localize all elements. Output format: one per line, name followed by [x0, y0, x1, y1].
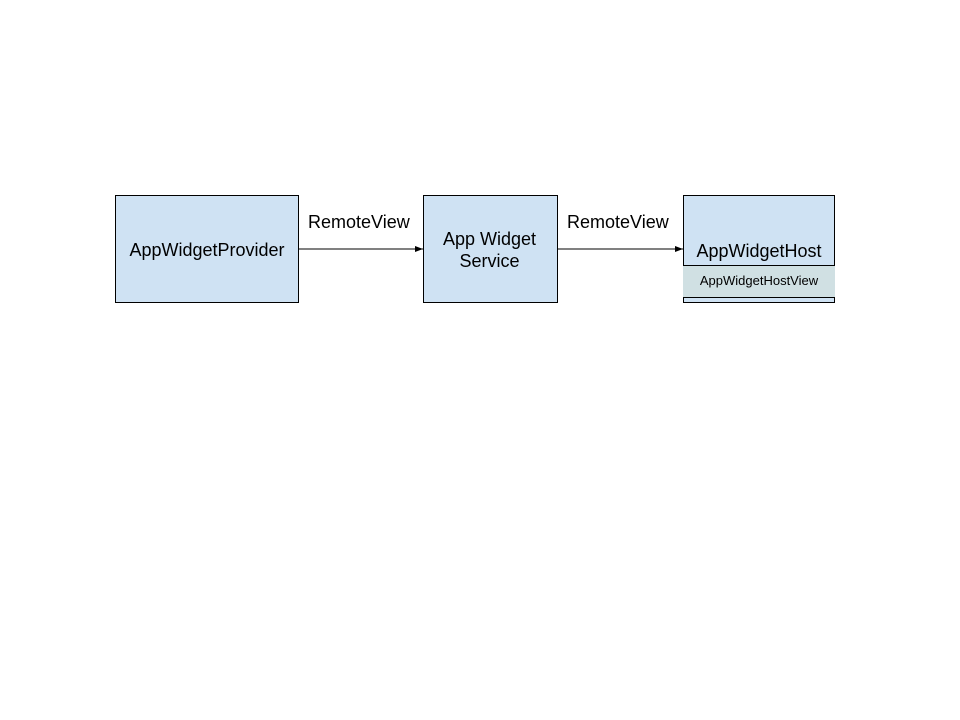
- appwidgetprovider-label: AppWidgetProvider: [129, 240, 285, 260]
- edge-label-remoteview-1: RemoteView: [308, 212, 410, 232]
- appwidgethost-node: AppWidgetHost AppWidgetHostView: [683, 195, 835, 303]
- app-widget-service-label: App Widget Service: [442, 229, 537, 271]
- appwidgethostview-subnode: AppWidgetHostView: [683, 265, 835, 298]
- appwidgetprovider-node: AppWidgetProvider: [115, 195, 299, 303]
- edge-label-remoteview-2: RemoteView: [567, 212, 669, 232]
- appwidgethost-label: AppWidgetHost: [696, 241, 822, 261]
- app-widget-service-node: App Widget Service: [423, 195, 558, 303]
